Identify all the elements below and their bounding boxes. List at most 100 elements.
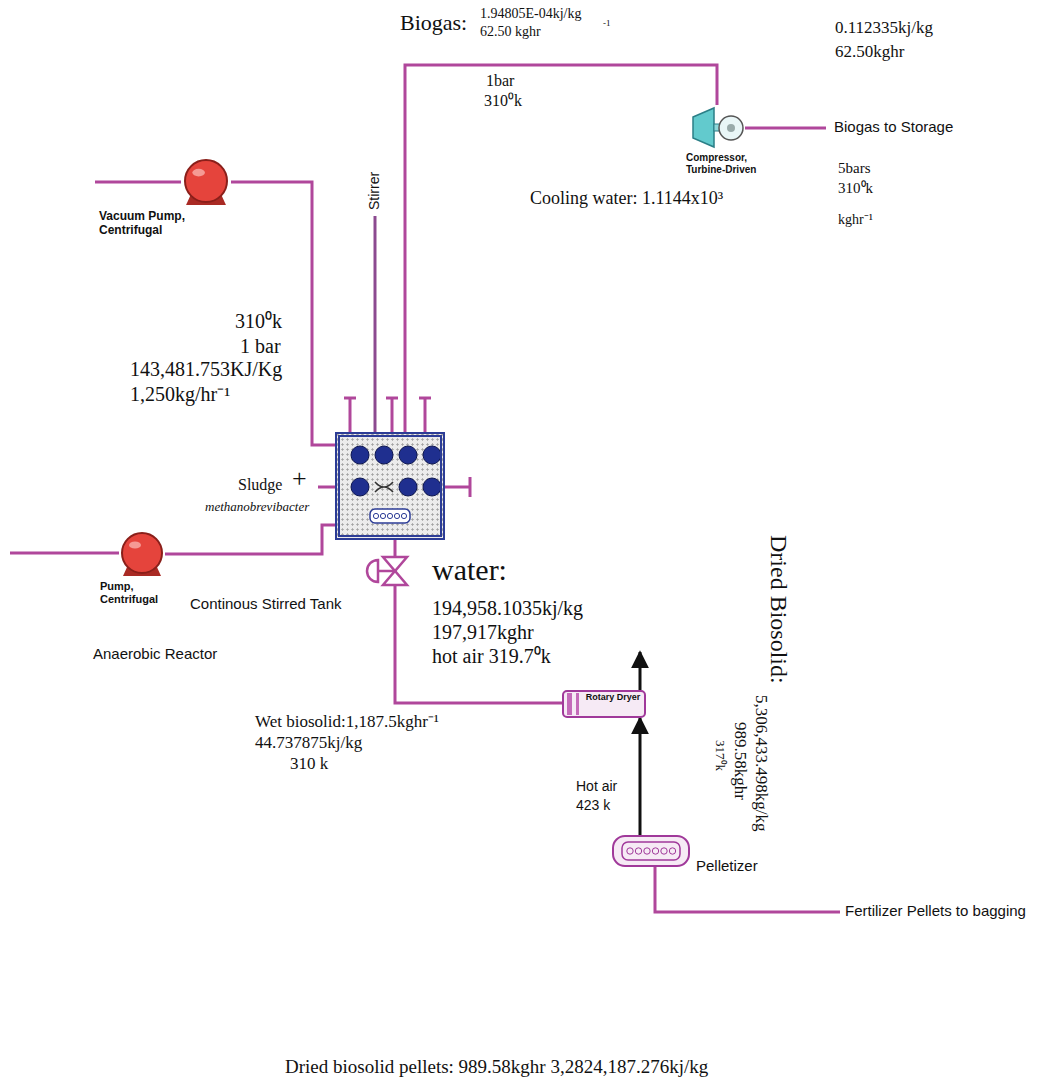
- nozzle-pipe: [349, 398, 352, 433]
- stream-data: Dried biosolid pellets: 989.58kghr 3,282…: [285, 1056, 708, 1078]
- stream-data: 197,917kghr: [432, 621, 534, 644]
- nozzle-cap: [419, 397, 431, 400]
- storage-pipe: [745, 127, 826, 130]
- stream-data: 62.50 kghr: [480, 24, 541, 40]
- stream-data: hot air 319.7⁰k: [432, 645, 551, 668]
- stream-data: 1,250kg/hr⁻¹: [130, 383, 230, 406]
- equipment-name: Pelletizer: [696, 857, 758, 874]
- die-roller: [635, 848, 641, 854]
- stream-data: 310⁰k: [235, 310, 282, 333]
- coil-turn: [394, 513, 399, 518]
- drum-ring: [567, 693, 572, 715]
- stream-data: kghr⁻¹: [838, 212, 873, 228]
- turbine-body: [693, 108, 714, 147]
- compressor-casing: [719, 116, 743, 140]
- stream-data: 1bar: [486, 72, 514, 90]
- stream-data: Stirrer: [366, 172, 382, 210]
- process-line: [165, 525, 335, 554]
- nozzle-cap: [344, 397, 356, 400]
- equipment-name: Rotary Dryer: [584, 692, 642, 702]
- stream-data: methanobrevibacter: [205, 500, 309, 515]
- die-roller: [644, 848, 650, 854]
- media-ball: [423, 478, 440, 496]
- stream-data: +: [292, 464, 307, 494]
- media-ball: [375, 446, 393, 464]
- equipment-subtitle: Anaerobic Reactor: [93, 645, 217, 662]
- nozzle-pipe: [424, 398, 427, 433]
- rotary-dryer: Rotary Dryer: [562, 690, 646, 718]
- stream-data: Wet biosolid:1,187.5kghr⁻¹: [255, 712, 439, 732]
- compressor-symbol: [690, 105, 745, 150]
- impeller: [375, 482, 393, 492]
- stream-data: Sludge: [238, 476, 282, 494]
- stream-data: 310⁰k: [484, 92, 522, 110]
- valve-actuator: [367, 560, 378, 582]
- equipment-name: Compressor, Turbine-Driven: [686, 152, 770, 175]
- equipment-name: Pump, Centrifugal: [100, 580, 180, 605]
- media-ball: [351, 446, 369, 464]
- equipment-name: Vacuum Pump, Centrifugal: [99, 210, 199, 238]
- stirrer-shaft: [374, 216, 377, 433]
- pump-highlight: [192, 169, 205, 177]
- process-line: [639, 718, 642, 835]
- pelletizer: Pelletizer: [612, 835, 690, 867]
- coil-turn: [401, 513, 406, 518]
- stream-data: 143,481.753KJ/Kg: [130, 358, 282, 381]
- stream-data: 5bars: [838, 160, 871, 177]
- compressor-hub: [727, 124, 735, 132]
- stream-data: 989.58kghr: [730, 722, 750, 800]
- stream-data: Hot air: [576, 778, 617, 794]
- stream-data: water:: [432, 553, 507, 588]
- stream-data: 0.112335kj/kg: [835, 18, 933, 38]
- process-line: [231, 182, 335, 445]
- stream-data: 310 k: [290, 754, 328, 774]
- stream-data: 44.737875kj/kg: [255, 733, 362, 753]
- stream-data: Biogas to Storage: [834, 118, 953, 135]
- die-roller: [652, 848, 658, 854]
- stream-data: -1: [603, 18, 611, 28]
- stream-data: Cooling water: 1.1144x10³: [530, 188, 723, 209]
- stream-data: 62.50kghr: [835, 42, 904, 62]
- nozzle-cap: [386, 397, 398, 400]
- stream-data: 423 k: [576, 797, 610, 813]
- feed-pump-symbol: [119, 531, 165, 577]
- media-ball: [399, 446, 417, 464]
- drum-ring: [576, 693, 579, 715]
- compressor: Compressor, Turbine-Driven: [690, 105, 745, 150]
- sludge-inlet-pipe: [10, 552, 119, 555]
- stream-data: Fertilizer Pellets to bagging: [845, 902, 1026, 919]
- die-roller: [627, 848, 633, 854]
- heating-coil: [370, 509, 410, 523]
- nozzle-pipe: [391, 398, 394, 433]
- stream-data: Dried Biosolid:: [764, 535, 792, 684]
- pump-casing: [185, 160, 227, 202]
- media-ball: [351, 478, 369, 496]
- dryer-drum: [563, 691, 645, 717]
- process-line: [405, 65, 717, 432]
- stream-data: 317⁰k: [712, 740, 727, 771]
- coil-turn: [387, 513, 392, 518]
- coil-turn: [380, 513, 385, 518]
- pump-casing: [122, 533, 162, 573]
- pelletizer-symbol: [612, 835, 690, 867]
- die-roller: [661, 848, 667, 854]
- stream-data: 1.94805E-04kj/kg: [480, 6, 582, 22]
- exhaust-air-arrow: [639, 652, 642, 690]
- stream-data: 1 bar: [240, 335, 281, 358]
- die-roller: [669, 848, 675, 854]
- anaerobic-reactor-symbol: [340, 437, 440, 535]
- media-ball: [423, 446, 440, 464]
- equipment-name: Continous Stirred Tank: [190, 595, 341, 612]
- pelletizer-body: [613, 836, 689, 866]
- coil-turn: [373, 513, 378, 518]
- media-ball: [399, 478, 417, 496]
- feed-pump: Pump, Centrifugal: [119, 531, 165, 577]
- stream-data: 5,306,433.498kg/kg: [751, 695, 771, 831]
- stream-data: 194,958.1035kj/kg: [432, 597, 583, 620]
- anaerobic-reactor: Continous Stirred TankAnaerobic Reactor: [335, 432, 445, 540]
- vacuum-pump-symbol: [181, 158, 231, 206]
- pelletizer-die: [622, 842, 680, 860]
- valve-stem: [378, 570, 395, 573]
- pump-highlight: [129, 541, 141, 548]
